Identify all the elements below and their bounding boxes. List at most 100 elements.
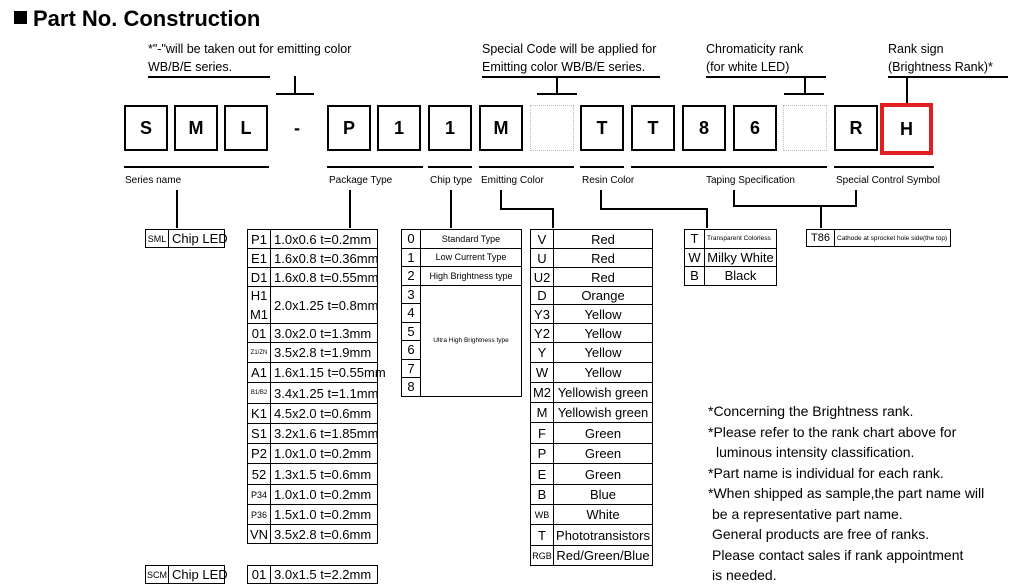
group-bracket xyxy=(631,166,827,168)
rank-note-line: is needed. xyxy=(712,567,777,583)
resin-desc-cell: Milky White xyxy=(704,247,777,267)
color-code-cell: U xyxy=(530,248,554,268)
connector-line xyxy=(176,190,178,228)
connector-line xyxy=(855,190,857,206)
part-char-box: R xyxy=(834,105,878,151)
series-code-cell: SML xyxy=(145,229,169,248)
connector-line xyxy=(820,205,822,228)
package-desc-cell: 1.0x0.6 t=0.2mm xyxy=(270,229,378,249)
rank-note-line: General products are free of ranks. xyxy=(712,526,930,542)
package-desc-cell: 3.0x1.5 t=2.2mm xyxy=(270,565,378,584)
color-code-cell: U2 xyxy=(530,267,554,287)
color-desc-cell: Red xyxy=(553,248,653,268)
package-code-cell: VN xyxy=(247,524,271,544)
part-char-box-highlighted: H xyxy=(880,103,933,155)
note-chroma-line: (for white LED) xyxy=(706,60,790,74)
note-underline xyxy=(482,76,660,78)
color-desc-cell: Green xyxy=(553,463,653,485)
part-char-box: M xyxy=(174,105,218,151)
note-connector xyxy=(294,76,296,94)
group-bracket xyxy=(327,166,423,168)
color-desc-cell: Yellow xyxy=(553,304,653,324)
color-desc-cell: Red/Green/Blue xyxy=(553,545,653,566)
color-code-cell: Y2 xyxy=(530,323,554,343)
connector-line xyxy=(500,208,554,210)
resin-desc-cell: Black xyxy=(704,266,777,286)
group-bracket xyxy=(428,166,472,168)
color-desc-cell: Green xyxy=(553,443,653,464)
package-desc-cell: 1.6x0.8 t=0.55mm xyxy=(270,267,378,287)
note-rank-line: Rank sign xyxy=(888,42,944,56)
color-code-cell: F xyxy=(530,422,554,444)
label-special: Special Control Symbol xyxy=(836,175,940,186)
package-code-cell: 01 xyxy=(247,565,271,584)
color-code-cell: M xyxy=(530,402,554,423)
package-code-cell: E1 xyxy=(247,248,271,268)
chip-code-cell: 7 xyxy=(401,358,421,378)
note-chroma: Chromaticity rank (for white LED) xyxy=(706,40,803,76)
package-code-cell: D1 xyxy=(247,267,271,287)
color-code-cell: Y3 xyxy=(530,304,554,324)
part-dash-char: - xyxy=(294,117,300,138)
package-code-cell: B1/B2 xyxy=(247,382,271,404)
chip-code-cell: 3 xyxy=(401,284,421,304)
package-desc-cell: 1.6x0.8 t=0.36mm xyxy=(270,248,378,268)
title-bullet-icon xyxy=(14,11,27,24)
resin-code-cell: W xyxy=(684,247,705,267)
note-connector xyxy=(537,93,577,95)
resin-code-cell: T xyxy=(684,229,705,249)
color-code-cell: RGB xyxy=(530,545,554,566)
package-code-cell: 52 xyxy=(247,463,271,485)
package-code-cell: P34 xyxy=(247,484,271,505)
package-code-cell: S1 xyxy=(247,423,271,444)
label-emitting: Emitting Color xyxy=(481,175,544,186)
chip-code-cell: 2 xyxy=(401,266,421,286)
note-special-line: Special Code will be applied for xyxy=(482,42,657,56)
package-desc-cell: 1.6x1.15 t=0.55mm xyxy=(270,362,386,383)
chip-code-cell: 6 xyxy=(401,340,421,360)
chip-code-cell: 8 xyxy=(401,377,421,397)
color-code-cell: WB xyxy=(530,504,554,525)
series-name-cell: Chip LED xyxy=(168,229,228,248)
label-chip: Chip type xyxy=(430,175,473,186)
chip-code-cell: 0 xyxy=(401,229,421,249)
note-connector xyxy=(276,93,314,95)
rank-note-line: *Concerning the Brightness rank. xyxy=(708,403,914,419)
part-char-box: T xyxy=(580,105,624,151)
chip-code-cell: 5 xyxy=(401,321,421,341)
label-package: Package Type xyxy=(329,175,393,186)
connector-line xyxy=(733,205,857,207)
color-desc-cell: Yellow xyxy=(553,323,653,343)
color-desc-cell: Blue xyxy=(553,484,653,505)
color-code-cell: P xyxy=(530,443,554,464)
package-desc-cell: 1.3x1.5 t=0.6mm xyxy=(270,463,378,485)
label-series: Series name xyxy=(125,175,182,186)
resin-code-cell: B xyxy=(684,266,705,286)
rank-note-line: *Please refer to the rank chart above fo… xyxy=(708,423,957,440)
note-special: Special Code will be applied for Emittin… xyxy=(482,40,656,76)
color-desc-cell: Yellowish green xyxy=(553,382,653,403)
package-desc-cell: 3.0x2.0 t=1.3mm xyxy=(270,323,378,343)
note-omit: *"-"will be taken out for emitting color… xyxy=(148,40,351,76)
package-code-cell: P2 xyxy=(247,443,271,464)
rank-note-line: be a representative part name. xyxy=(712,505,903,522)
package-desc-cell: 1.0x1.0 t=0.2mm xyxy=(270,443,378,464)
connector-line xyxy=(706,208,708,228)
package-code-cell: A1 xyxy=(247,362,271,383)
part-char-box-empty xyxy=(783,105,827,151)
note-rank-line: (Brightness Rank)* xyxy=(888,60,993,74)
package-code-cell: P36 xyxy=(247,504,271,525)
label-resin: Resin Color xyxy=(582,175,635,186)
chip-desc-cell: Standard Type xyxy=(420,229,522,249)
package-code-cell: 01 xyxy=(247,323,271,343)
color-code-cell: M2 xyxy=(530,382,554,403)
rank-note-line: *Part name is individual for each rank. xyxy=(708,464,944,481)
note-connector xyxy=(804,76,806,94)
part-char-box: 8 xyxy=(682,105,726,151)
part-char-box: M xyxy=(479,105,523,151)
series-code-cell: SCM xyxy=(145,565,169,584)
color-desc-cell: Yellowish green xyxy=(553,402,653,423)
color-code-cell: B xyxy=(530,484,554,505)
chip-desc-cell: High Brightness type xyxy=(420,266,522,286)
